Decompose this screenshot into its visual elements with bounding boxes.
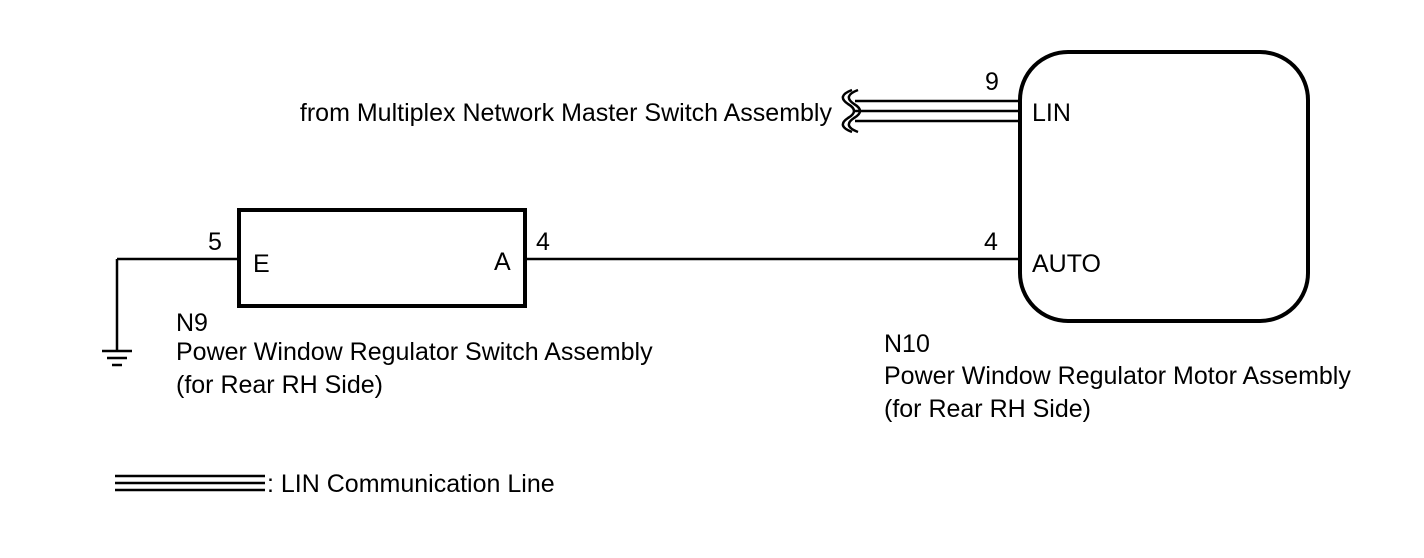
motor-side: (for Rear RH Side)	[884, 395, 1091, 423]
switch-pin-e-number: 5	[208, 228, 222, 256]
motor-code: N10	[884, 330, 930, 358]
ground-wire	[115, 257, 239, 350]
switch-name: Power Window Regulator Switch Assembly	[176, 338, 653, 366]
motor-pin-auto-number: 4	[984, 228, 998, 256]
motor-pin-lin-name: LIN	[1032, 99, 1071, 127]
source-label: from Multiplex Network Master Switch Ass…	[300, 99, 833, 127]
switch-pin-a-name: A	[494, 248, 511, 276]
motor-assembly-box	[1018, 50, 1310, 323]
switch-code: N9	[176, 309, 208, 337]
motor-pin-lin-number: 9	[985, 68, 999, 96]
legend-lin-line-symbol	[115, 474, 265, 492]
switch-assembly-box	[237, 208, 527, 308]
lin-communication-line	[855, 99, 1020, 123]
ground-icon	[102, 349, 132, 367]
switch-pin-a-number: 4	[536, 228, 550, 256]
connector-break-symbol	[841, 88, 862, 134]
switch-side: (for Rear RH Side)	[176, 371, 383, 399]
motor-name: Power Window Regulator Motor Assembly	[884, 362, 1351, 390]
legend-label: : LIN Communication Line	[267, 470, 555, 498]
motor-pin-auto-name: AUTO	[1032, 250, 1101, 278]
switch-pin-e-name: E	[253, 250, 270, 278]
